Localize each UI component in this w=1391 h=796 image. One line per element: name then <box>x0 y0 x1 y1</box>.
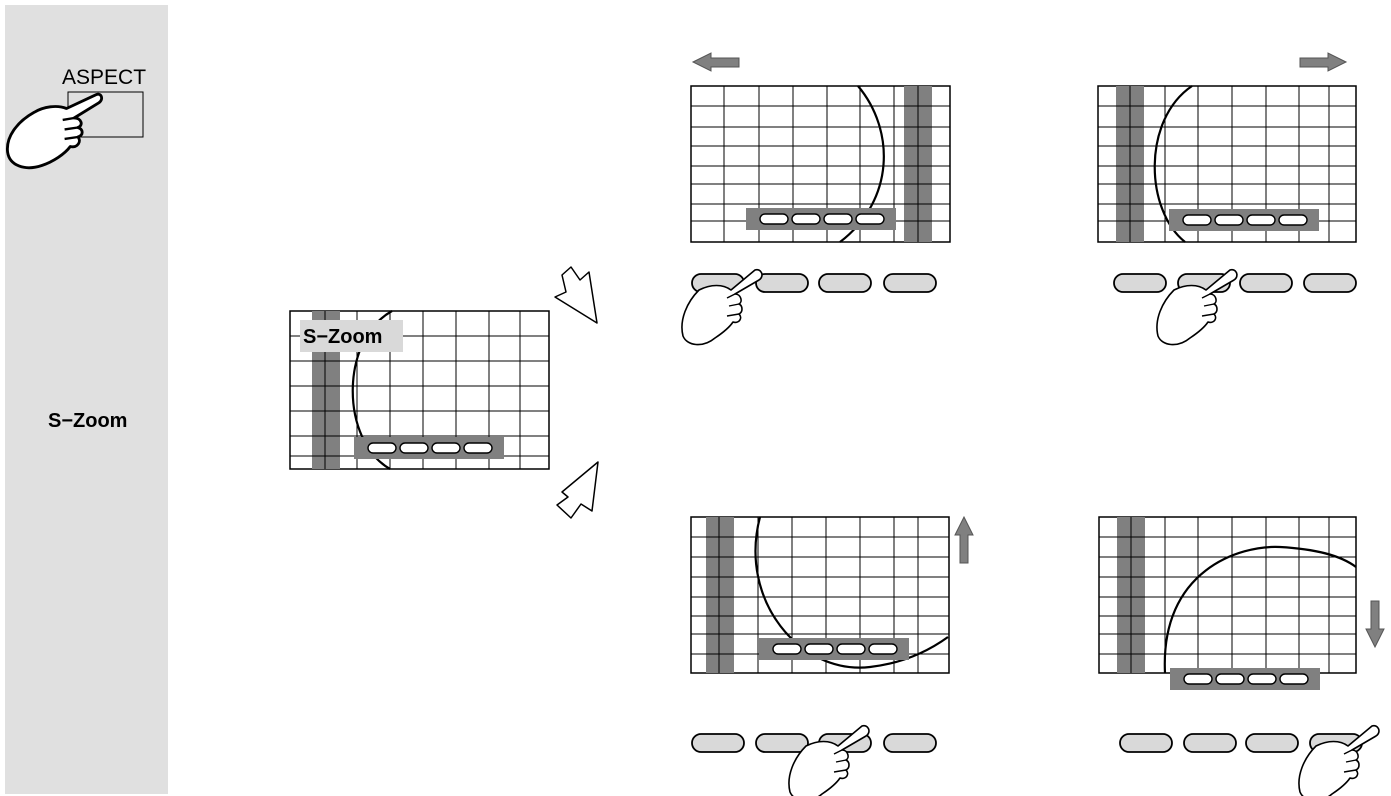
mode-label: S−Zoom <box>48 410 127 432</box>
aspect-label: ASPECT <box>62 66 146 89</box>
pointing-hand-icon <box>6 92 104 170</box>
panel-left <box>681 52 951 346</box>
nav-button-1[interactable] <box>691 733 745 753</box>
arrow-up-icon <box>954 515 974 564</box>
transition-arrow-up-icon <box>554 266 598 324</box>
nav-button-2[interactable] <box>755 733 809 753</box>
nav-button-2[interactable] <box>755 273 809 293</box>
nav-button-4[interactable] <box>883 273 937 293</box>
arrow-left-icon <box>691 52 740 72</box>
center-screen: S−Zoom <box>289 310 550 470</box>
panel-right <box>1097 52 1357 346</box>
arrow-right-icon <box>1299 52 1348 72</box>
arrow-down-icon <box>1365 600 1385 649</box>
nav-button-2[interactable] <box>1183 733 1237 753</box>
nav-button-1[interactable] <box>1113 273 1167 293</box>
nav-button-1[interactable] <box>1119 733 1173 753</box>
panel-up <box>690 515 974 796</box>
aspect-button-group: ASPECT <box>6 66 146 170</box>
nav-button-3[interactable] <box>1239 273 1293 293</box>
nav-button-3[interactable] <box>818 273 872 293</box>
transition-arrow-down-icon <box>556 461 599 519</box>
panel-down <box>1098 516 1385 796</box>
nav-button-4[interactable] <box>883 733 937 753</box>
nav-button-4[interactable] <box>1303 273 1357 293</box>
nav-button-3[interactable] <box>1245 733 1299 753</box>
screen-overlay-label: S−Zoom <box>303 326 382 348</box>
